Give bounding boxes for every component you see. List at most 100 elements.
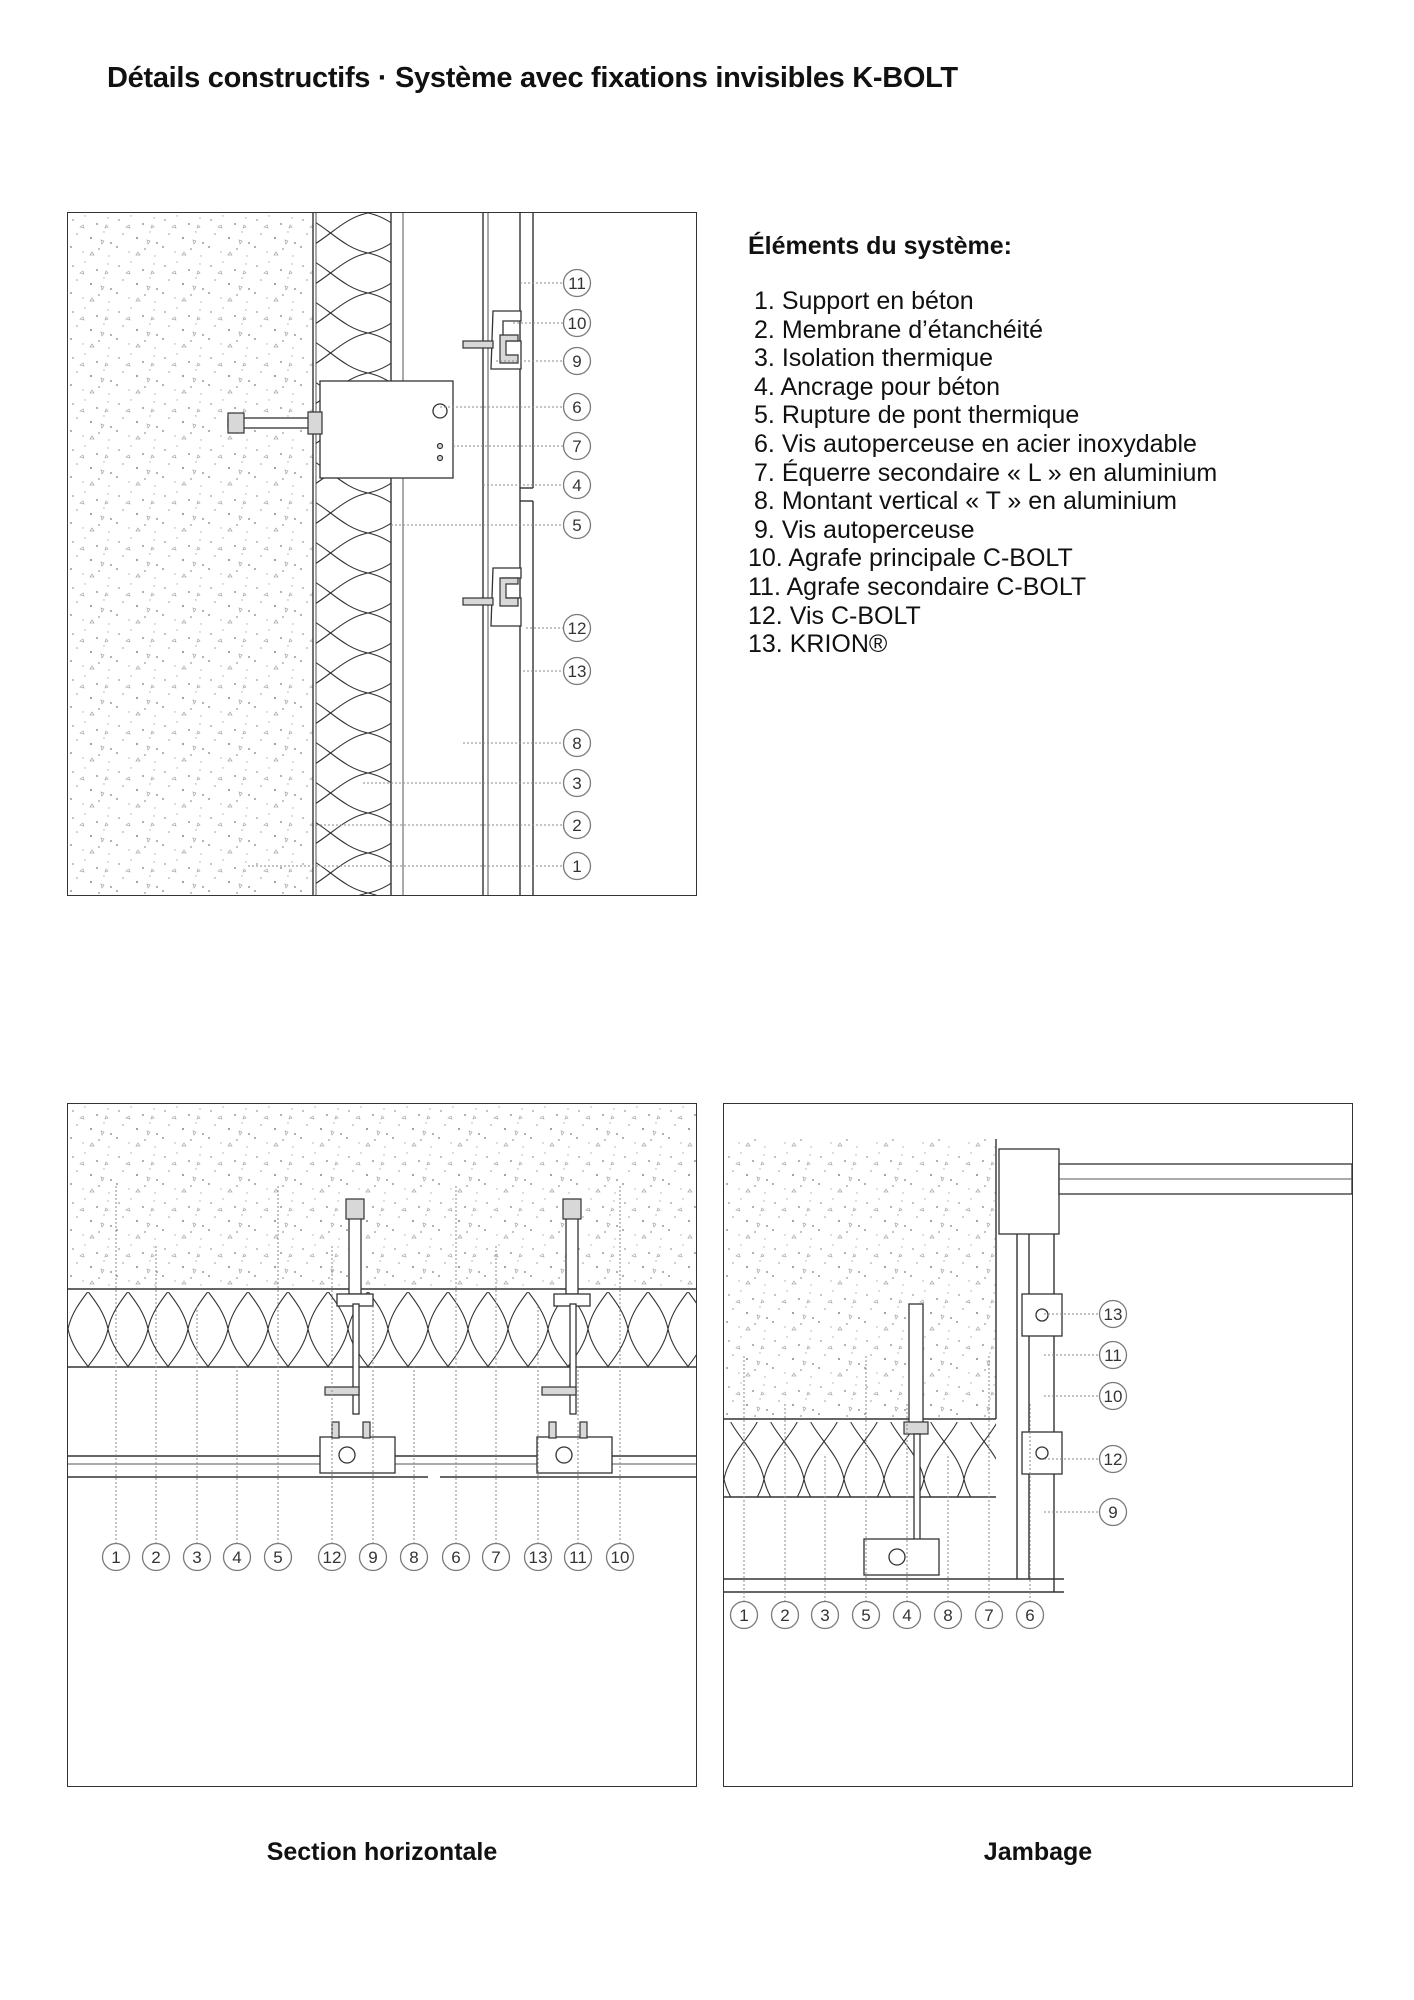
legend-item: 4. Ancrage pour béton [748,373,1217,402]
callout-circle [729,1600,759,1630]
callout-circle [810,1600,840,1630]
callout-label: 13 [568,662,587,681]
callout-label: 5 [572,516,581,535]
l-bracket [569,1303,577,1415]
callout-label: 7 [984,1606,993,1625]
clip-screw [1035,1308,1049,1322]
concrete-anchor [908,1303,924,1425]
callout-circle [562,613,592,643]
callout-label: 1 [572,857,581,876]
thermal-insulation [316,213,391,895]
callout-5: 5 [851,1600,881,1630]
callout-2: 2 [562,810,592,840]
callout-10: 10 [605,1542,635,1572]
legend-item-label: Vis C-BOLT [789,601,921,630]
legend-item: 7. Équerre secondaire « L » en aluminium [748,459,1217,488]
legend-item: 9. Vis autoperceuse [748,516,1217,545]
legend-item: 2. Membrane d’étanchéité [748,316,1217,345]
primary-clip [319,1436,396,1474]
callout-13: 13 [562,656,592,686]
callout-label: 9 [1108,1503,1117,1522]
callout-6: 6 [562,392,592,422]
bracket-hole [436,442,444,450]
caption-horizontal-section: Section horizontale [266,1838,498,1866]
callout-3: 3 [562,768,592,798]
callout-2: 2 [770,1600,800,1630]
legend-item-label: Montant vertical « T » en aluminium [781,487,1177,516]
callout-circle [358,1542,388,1572]
callout-label: 10 [611,1548,630,1567]
callout-circle [562,810,592,840]
clip-screw [1035,1446,1049,1460]
callout-3: 3 [810,1600,840,1630]
callout-1: 1 [729,1600,759,1630]
l-bracket [352,1303,360,1415]
caption-jambage: Jambage [983,1838,1093,1866]
legend-item: 3. Isolation thermique [748,344,1217,373]
legend-item-label: Support en béton [781,287,974,315]
callout-label: 1 [111,1548,120,1567]
thermal-insulation [68,1292,696,1367]
page-title: Détails constructifs · Système avec fixa… [107,62,958,94]
callout-label: 9 [368,1548,377,1567]
callout-3: 3 [182,1542,212,1572]
callout-circle [182,1542,212,1572]
callout-6: 6 [1015,1600,1045,1630]
callout-circle [933,1600,963,1630]
callout-circle [141,1542,171,1572]
legend-item-number: 8. [754,487,775,516]
legend-item: 8. Montant vertical « T » en aluminium [748,487,1217,516]
legend-item-number: 4. [754,372,775,401]
callout-label: 6 [572,398,581,417]
callout-circle [851,1600,881,1630]
concrete-support [68,1104,696,1289]
callout-circle [562,728,592,758]
thermal-insulation [724,1422,996,1497]
callout-7: 7 [562,431,592,461]
callout-circle [1098,1381,1128,1411]
callout-circle [563,1542,593,1572]
callout-8: 8 [933,1600,963,1630]
primary-clip [536,1436,613,1474]
callout-circle [1098,1299,1128,1329]
callout-label: 3 [572,774,581,793]
callout-circle [1098,1340,1128,1370]
bracket-hole [436,454,444,462]
callout-label: 2 [151,1548,160,1567]
callout-label: 5 [273,1548,282,1567]
legend-item-label: Agrafe secondaire C-BOLT [786,572,1087,601]
legend-item-label: Membrane d’étanchéité [781,315,1044,344]
callout-8: 8 [399,1542,429,1572]
callout-label: 2 [572,816,581,835]
callout-label: 6 [451,1548,460,1567]
callout-label: 7 [572,437,581,456]
legend-item-number: 5. [754,401,775,430]
callout-5: 5 [263,1542,293,1572]
callout-label: 13 [529,1548,548,1567]
callout-circle [974,1600,1004,1630]
callout-4: 4 [562,470,592,500]
callout-4: 4 [222,1542,252,1572]
callout-circle [222,1542,252,1572]
legend-item-number: 3. [754,344,775,373]
window-frame [998,1148,1060,1235]
legend-item: 10. Agrafe principale C-BOLT [748,544,1217,573]
legend-item-number: 7. [754,458,775,487]
callout-7: 7 [974,1600,1004,1630]
legend-item: 1. Support en béton [748,287,1217,316]
legend-item: 12. Vis C-BOLT [748,602,1217,631]
callout-circle [562,346,592,376]
callout-circle [770,1600,800,1630]
anchor-head [345,1198,365,1220]
legend-item: 6. Vis autoperceuse en acier inoxydable [748,430,1217,459]
callout-circle [562,768,592,798]
legend-item-number: 9. [754,515,775,544]
callout-1: 1 [562,851,592,881]
thermal-break [903,1421,929,1435]
legend-item-label: Rupture de pont thermique [781,401,1080,430]
legend-item-number: 10. [748,544,783,573]
screw-post [579,1421,588,1439]
